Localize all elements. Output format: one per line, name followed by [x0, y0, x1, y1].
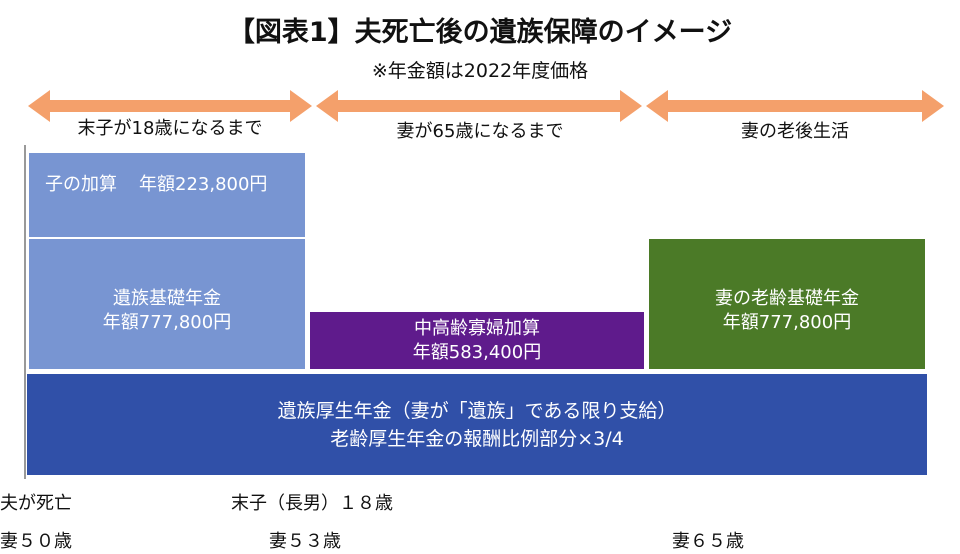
survivor-employee-pension-label: 遺族厚生年金（妻が「遺族」である限り支給）: [277, 399, 677, 422]
wife-age-53: 妻５３歳: [269, 531, 341, 552]
survivor-basic-pension-amount: 年額777,800円: [102, 312, 232, 333]
survivor-employee-pension-box: 遺族厚生年金（妻が「遺族」である限り支給） 老齢厚生年金の報酬比例部分×3/4: [26, 373, 928, 476]
survivor-employee-pension-formula: 老齢厚生年金の報酬比例部分×3/4: [330, 427, 624, 450]
vertical-axis: [24, 145, 26, 479]
child-addition-amount: 年額223,800円: [139, 174, 268, 195]
survivor-basic-pension-label: 遺族基礎年金: [113, 288, 221, 309]
survivor-basic-pension-box: 遺族基礎年金 年額777,800円: [28, 238, 306, 370]
price-note: ※年金額は2022年度価格: [371, 60, 589, 82]
wife-age-50: 妻５０歳: [0, 531, 72, 552]
event-husband-death: 夫が死亡: [0, 493, 72, 514]
period-label-child-18: 末子が18歳になるまで: [77, 118, 263, 139]
widow-addition-box: 中高齢寡婦加算 年額583,400円: [309, 311, 645, 370]
widow-addition-amount: 年額583,400円: [412, 341, 542, 363]
child-addition-label: 子の加算: [45, 174, 117, 195]
period-label-wife-65: 妻が65歳になるまで: [396, 121, 564, 142]
period-label-retirement: 妻の老後生活: [741, 121, 849, 142]
chart-title: 【図表1】夫死亡後の遺族保障のイメージ: [227, 17, 733, 48]
period-arrow-2: [316, 90, 642, 122]
old-age-basic-pension-box: 妻の老齢基礎年金 年額777,800円: [648, 238, 926, 370]
event-youngest-child-18: 末子（長男）１８歳: [231, 493, 393, 514]
widow-addition-label: 中高齢寡婦加算: [414, 317, 540, 339]
wife-age-65: 妻６５歳: [672, 531, 744, 552]
old-age-basic-pension-amount: 年額777,800円: [722, 312, 852, 333]
period-arrow-1: [28, 90, 312, 122]
period-arrows: [28, 90, 944, 122]
old-age-basic-pension-label: 妻の老齢基礎年金: [715, 288, 859, 309]
child-addition-box: 子の加算 年額223,800円: [28, 152, 306, 238]
period-arrow-3: [646, 90, 944, 122]
